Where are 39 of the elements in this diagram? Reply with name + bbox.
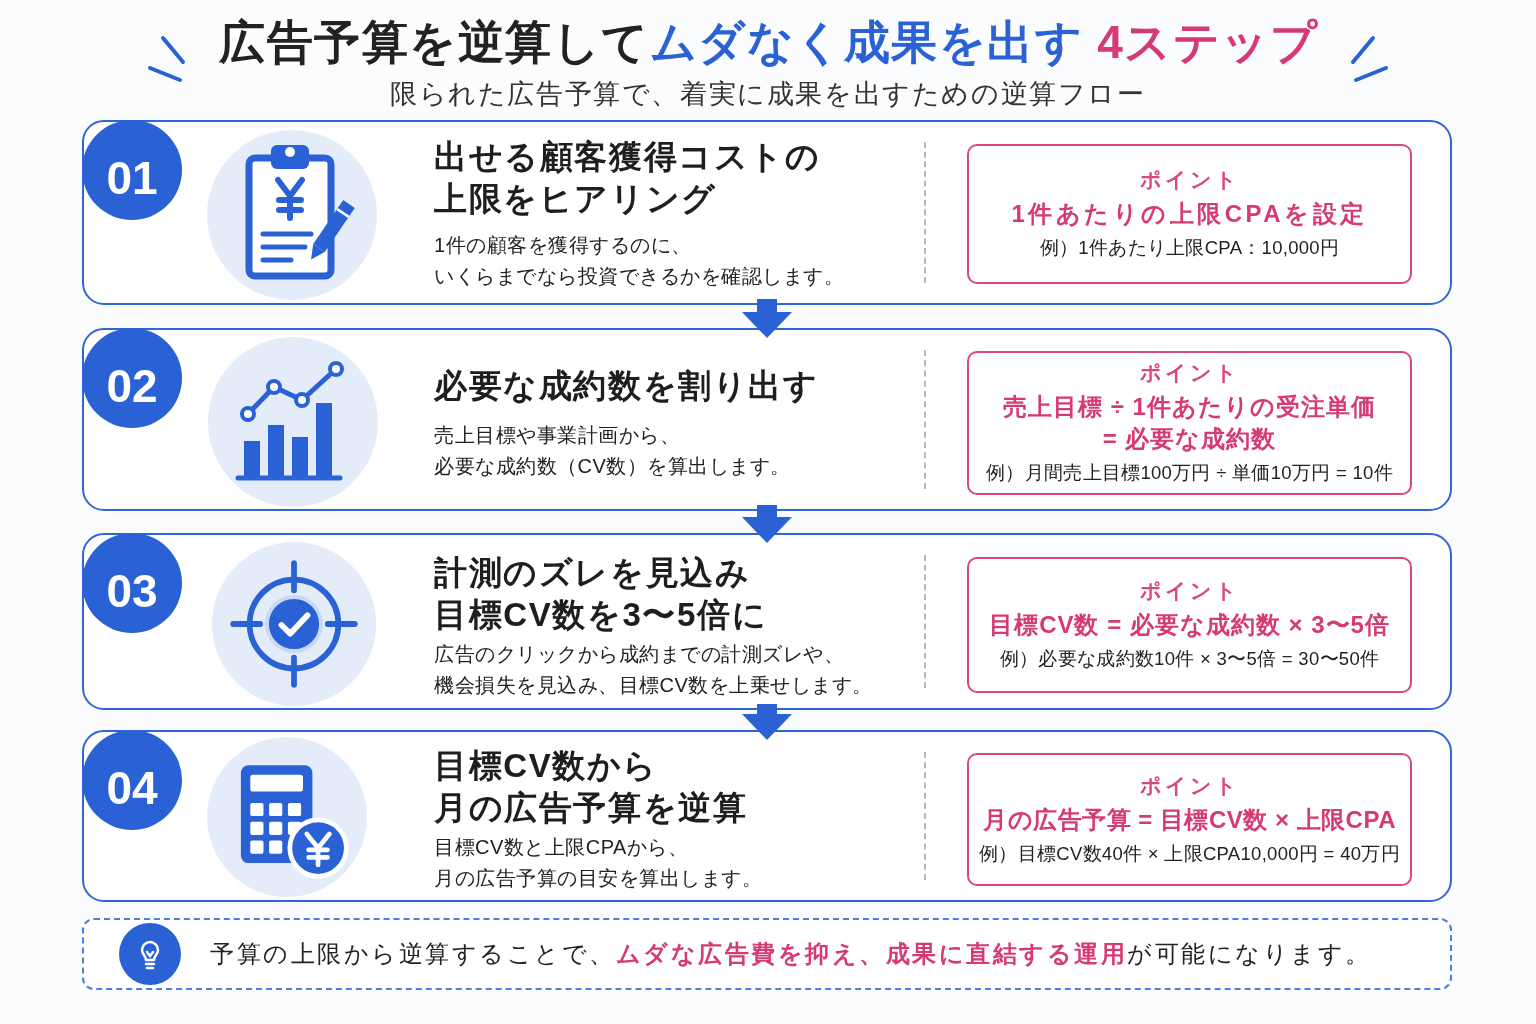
example-text: 例）必要な成約数10件 × 3〜5倍 = 30〜50件 [999, 647, 1380, 671]
point-label: ポイント [1139, 772, 1240, 799]
note-banner [82, 918, 1452, 990]
step-card [82, 328, 1452, 511]
point-box [967, 351, 1412, 495]
arrow [742, 299, 792, 338]
number-badge: 04 [82, 730, 182, 830]
number-badge: 01 [82, 120, 182, 220]
step-heading: 計測のズレを見込み目標CV数を3〜5倍に [434, 553, 768, 635]
point-box [967, 144, 1412, 284]
example-text: 例）月間売上目標100万円 ÷ 単価10万円 = 10件 [986, 461, 1393, 485]
arrow [742, 704, 792, 740]
step-description: 広告のクリックから成約までの計測ズレや、機会損失を見込み、目標CV数を上乗せします。 [434, 642, 873, 698]
point-label: ポイント [1139, 360, 1240, 386]
step-description: 売上目標や事業計画から、必要な成約数（CV数）を算出します。 [434, 423, 791, 479]
point-label: ポイント [1139, 167, 1240, 193]
point-formula: 1件あたりの上限CPAを設定 [1011, 199, 1368, 229]
step-description: 1件の顧客を獲得するのに、いくらまでなら投資できるかを確認します。 [434, 233, 844, 289]
point-formula: 月の広告予算 = 目標CV数 × 上限CPA [983, 804, 1396, 835]
point-label: ポイント [1139, 578, 1240, 604]
step-heading: 目標CV数から月の広告予算を逆算 [434, 746, 748, 828]
arrow [742, 505, 792, 543]
point-box [967, 557, 1412, 693]
note-text: 予算の上限から逆算することで、ムダな広告費を抑え、成果に直結する運用が可能になります。 [210, 939, 1372, 969]
step-card [82, 730, 1452, 902]
number-badge: 02 [82, 328, 182, 428]
title: 広告予算を逆算してムダなく成果を出す 4ステップ [219, 15, 1319, 70]
step-card [82, 533, 1452, 710]
step-description: 目標CV数と上限CPAから、月の広告予算の目安を算出します。 [434, 835, 762, 891]
point-formula: 売上目標 ÷ 1件あたりの受注単価 = 必要な成約数 [1003, 392, 1376, 454]
step-card [82, 120, 1452, 305]
step-heading: 出せる顧客獲得コストの上限をヒアリング [434, 137, 821, 219]
step-heading: 必要な成約数を割り出す [434, 366, 819, 406]
example-text: 例）1件あたり上限CPA：10,000円 [1039, 236, 1340, 260]
subtitle: 限られた広告予算で、着実に成果を出すための逆算フロー [390, 78, 1146, 111]
number-badge: 03 [82, 533, 182, 633]
point-formula: 目標CV数 = 必要な成約数 × 3〜5倍 [989, 610, 1390, 640]
point-box [967, 753, 1412, 886]
example-text: 例）目標CV数40件 × 上限CPA10,000円 = 40万円 [979, 841, 1400, 866]
